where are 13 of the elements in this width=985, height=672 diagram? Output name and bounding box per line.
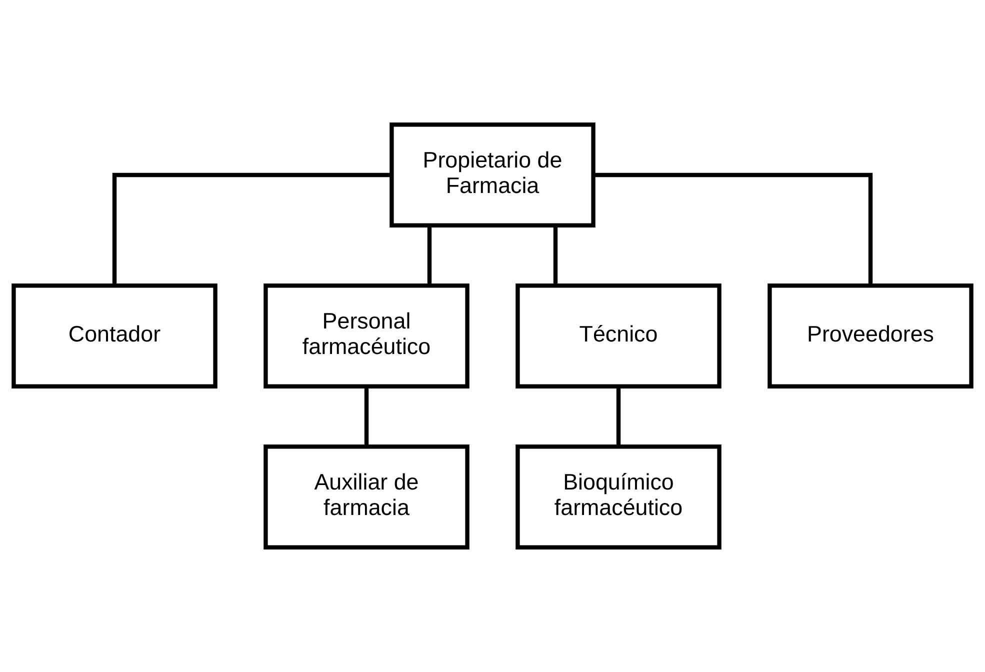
- connector: [616, 386, 621, 446]
- connector: [553, 226, 558, 286]
- node-box: Bioquímico farmacéutico: [516, 444, 722, 550]
- connector: [112, 172, 392, 286]
- connector: [364, 386, 369, 446]
- node-box: Propietario de Farmacia: [390, 122, 596, 228]
- node-box: Contador: [12, 284, 218, 388]
- node-box: Personal farmacéutico: [264, 284, 470, 388]
- node-box: Proveedores: [768, 284, 974, 388]
- node-box: Técnico: [516, 284, 722, 388]
- node-box: Auxiliar de farmacia: [264, 444, 470, 550]
- connector: [427, 226, 432, 286]
- connector: [593, 172, 873, 286]
